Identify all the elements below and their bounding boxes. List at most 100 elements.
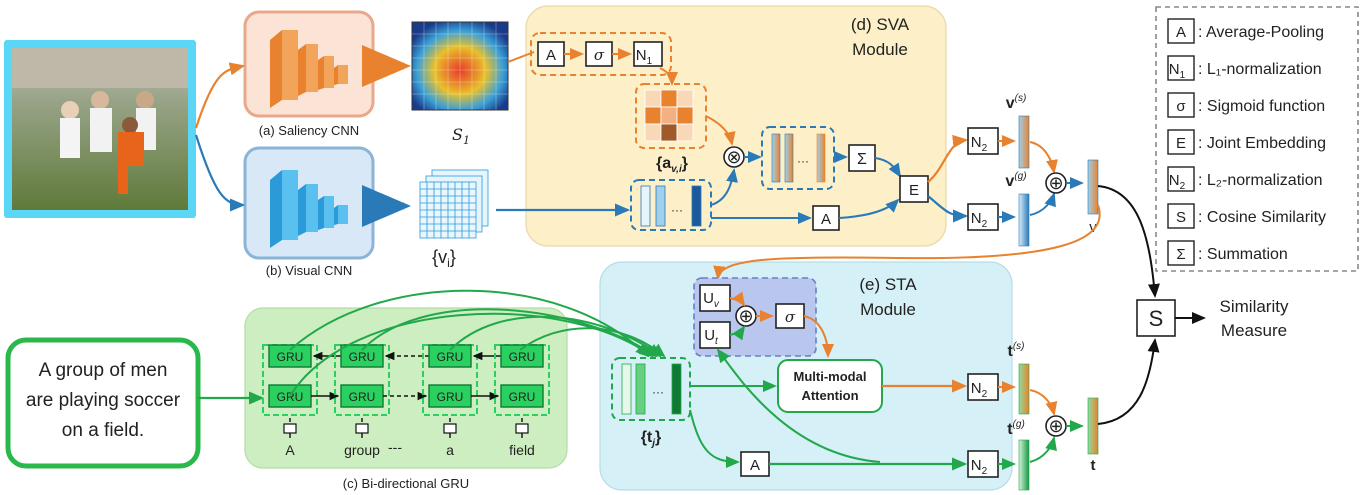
svg-text:A: A	[821, 211, 831, 228]
tfeat-vec-2	[635, 363, 646, 415]
vg-vector	[1018, 193, 1030, 247]
svg-text:···: ···	[671, 203, 683, 217]
svg-text:A: A	[546, 47, 556, 64]
legend-description: : Summation	[1198, 246, 1288, 263]
v-label: v	[1089, 219, 1097, 236]
svg-text:N2: N2	[971, 134, 988, 154]
sum-box	[848, 144, 876, 172]
legend-symbol: A	[1176, 24, 1186, 41]
svg-text:N2: N2	[971, 210, 988, 230]
svg-text:Uv: Uv	[703, 290, 720, 310]
visual-features-label: {vi}	[432, 247, 456, 270]
legend-row: A: Average-Pooling	[1167, 18, 1324, 44]
multimodal-attention-box	[777, 359, 883, 413]
gru-module-bg	[244, 307, 568, 469]
gru-cell-label: GRU	[509, 390, 536, 404]
ut-box	[699, 321, 731, 349]
legend-symbol-box	[1167, 240, 1195, 266]
saliency-cnn-label: (a) Saliency CNN	[259, 123, 359, 138]
gru-cell	[428, 344, 472, 368]
gru-caption: (c) Bi-directional GRU	[343, 476, 469, 491]
svg-text:···: ···	[652, 385, 664, 399]
legend-description: : Sigmoid function	[1198, 98, 1325, 115]
tg-vector	[1018, 439, 1030, 491]
svg-text:Attention: Attention	[801, 388, 858, 403]
gru-word: group	[344, 442, 380, 458]
gru-cell-label: GRU	[437, 390, 464, 404]
vs-vector	[1018, 115, 1030, 169]
sva-title-1: (d) SVA	[851, 15, 910, 34]
svg-text:⊕: ⊕	[738, 306, 753, 326]
gru-word: a	[446, 442, 454, 458]
vfeat-vec-3	[691, 185, 702, 227]
legend-symbol: Σ	[1176, 246, 1185, 263]
legend-symbol-box	[1167, 166, 1195, 192]
legend-description: : L₁-normalization	[1198, 61, 1322, 78]
ts-label: t(s)	[1008, 341, 1025, 360]
weighted-vec-1	[771, 133, 781, 183]
svg-text:Ut: Ut	[704, 327, 719, 347]
t-label: t	[1091, 457, 1096, 474]
sta-title-1: (e) STA	[859, 275, 917, 294]
legend-row: N1 : L₁-normalization	[1167, 55, 1322, 81]
legend-row: S : Cosine Similarity	[1167, 203, 1326, 229]
svg-text:⊕: ⊕	[1048, 416, 1063, 436]
sta-title-2: Module	[860, 300, 916, 319]
gru-cell-label: GRU	[277, 350, 304, 364]
legend-symbol: S	[1176, 209, 1186, 226]
v-vector	[1087, 159, 1099, 215]
similarity-label-1: Similarity	[1220, 297, 1289, 316]
attention-map	[644, 89, 694, 142]
svg-text:N2: N2	[971, 457, 988, 477]
legend-symbol: N1	[1169, 61, 1186, 81]
gru-cell-label: GRU	[437, 350, 464, 364]
sva-title-2: Module	[852, 40, 908, 59]
vfeat-vec-1	[640, 185, 651, 227]
vfeat-vec-2	[655, 185, 666, 227]
svg-text:E: E	[909, 182, 919, 199]
legend-symbol: σ	[1176, 98, 1186, 115]
svg-text:N2: N2	[971, 380, 988, 400]
tg-label: t(g)	[1007, 419, 1025, 438]
gru-cell-label: GRU	[349, 350, 376, 364]
sentence-line-3: on a field.	[62, 420, 144, 441]
saliency-cnn	[243, 10, 375, 118]
legend-description: : Cosine Similarity	[1198, 209, 1326, 226]
word-input-box	[283, 423, 297, 434]
legend-symbol-box	[1167, 203, 1195, 229]
gru-cell-label: GRU	[509, 350, 536, 364]
svg-text:Σ: Σ	[857, 151, 867, 168]
legend-row: N2: L₂-normalization	[1167, 166, 1322, 192]
tfeat-vec-3	[671, 363, 682, 415]
word-input-box	[355, 423, 369, 434]
legend-symbol-box	[1167, 92, 1195, 118]
weighted-vec-2	[784, 133, 794, 183]
legend-row: σ : Sigmoid function	[1167, 92, 1325, 118]
sva-n1-box	[633, 41, 663, 67]
legend-row: Σ : Summation	[1167, 240, 1288, 266]
legend-symbol-box	[1167, 18, 1195, 44]
svg-text:A: A	[750, 457, 760, 474]
saliency-map-label: S1	[452, 125, 470, 147]
gru-cell	[268, 344, 312, 368]
legend-symbol-box	[1167, 55, 1195, 81]
tfeat-vec-1	[621, 363, 632, 415]
svg-text:⊗: ⊗	[726, 147, 741, 167]
visual-cnn-label: (b) Visual CNN	[266, 263, 352, 278]
legend-symbol-box	[1167, 129, 1195, 155]
svg-text:S: S	[1149, 306, 1164, 331]
svg-text:⊕: ⊕	[1048, 173, 1063, 193]
svg-text:σ: σ	[594, 46, 605, 64]
word-input-box	[443, 423, 457, 434]
attention-map-label: {av,i}	[656, 155, 688, 175]
embed-box	[899, 175, 929, 203]
legend-symbol: E	[1176, 135, 1186, 152]
saliency-map	[411, 21, 509, 111]
input-image	[4, 40, 196, 218]
svg-text:N1: N1	[636, 47, 653, 67]
sta-sigmoid-box	[775, 303, 805, 329]
legend-description: : L₂-normalization	[1198, 172, 1322, 189]
